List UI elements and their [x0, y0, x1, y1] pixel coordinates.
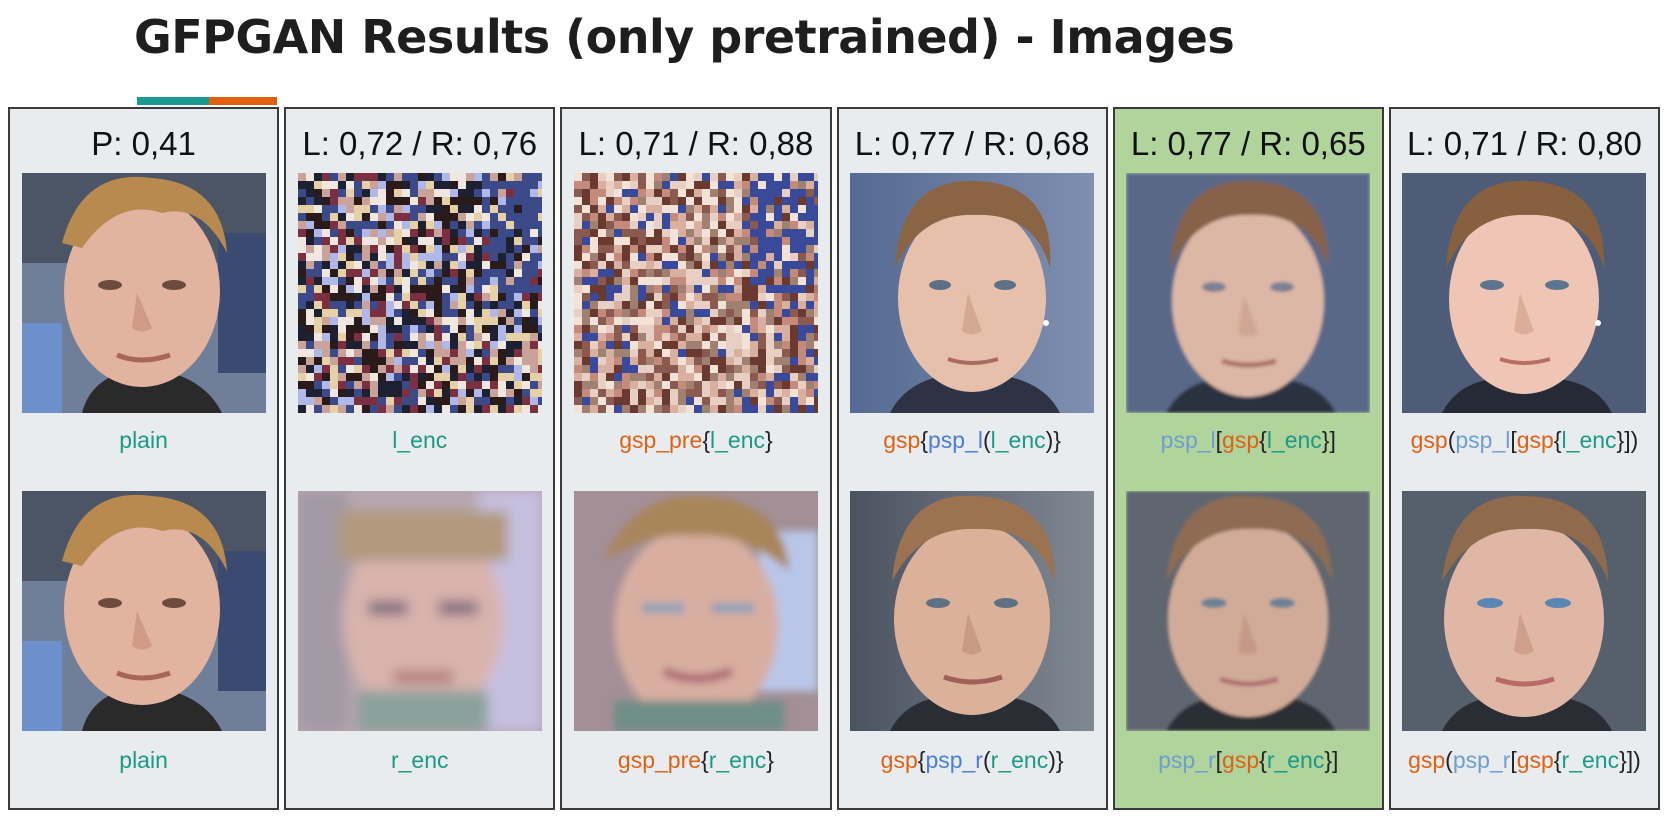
caption-segment: gsp	[1516, 747, 1554, 773]
caption-segment: [	[1215, 427, 1223, 453]
method-caption-top: gsp{psp_l(l_enc)}	[839, 427, 1106, 454]
caption-segment: psp_r	[925, 747, 983, 773]
caption-segment: psp_l	[928, 427, 983, 453]
caption-segment: {	[701, 747, 709, 773]
caption-segment: l_enc	[990, 427, 1046, 453]
caption-segment: [	[1215, 747, 1223, 773]
caption-segment: gsp	[1516, 427, 1554, 453]
caption-segment: plain	[119, 747, 168, 773]
method-caption-bottom: plain	[10, 747, 277, 774]
method-caption-top: plain	[10, 427, 277, 454]
caption-segment: {	[1259, 747, 1267, 773]
caption-segment: l_enc	[1561, 427, 1617, 453]
caption-segment: (	[1445, 747, 1453, 773]
method-caption-top: l_enc	[286, 427, 553, 454]
result-column-plain: P: 0,41 plain	[8, 107, 280, 810]
caption-segment: plain	[119, 427, 168, 453]
noise-image-top	[297, 173, 542, 413]
score-label: L: 0,71 / R: 0,88	[578, 125, 814, 162]
caption-segment: }	[766, 747, 774, 773]
score-label: P: 0,41	[91, 125, 196, 162]
caption-segment: gsp	[1222, 747, 1260, 773]
score-label: L: 0,71 / R: 0,80	[1407, 125, 1642, 162]
blurry-face-image-bottom	[573, 491, 818, 731]
caption-segment: psp_l	[1455, 427, 1511, 453]
caption-segment: )}	[1045, 427, 1061, 453]
generated-face-image-top	[850, 173, 1095, 413]
result-column-psp-gsp-highlighted: L: 0,77 / R: 0,65 psp_l[gs	[1112, 107, 1384, 810]
caption-segment: (	[982, 747, 991, 773]
caption-segment: (	[982, 427, 991, 453]
result-column-gsp-psp: L: 0,77 / R: 0,68	[836, 107, 1108, 810]
generated-face-image-top	[1126, 173, 1371, 413]
caption-segment: gsp	[1408, 747, 1446, 773]
caption-segment: {	[1553, 747, 1562, 773]
caption-segment: r_enc	[990, 747, 1049, 773]
caption-segment: }]	[1321, 427, 1336, 453]
noise-image-top	[573, 173, 818, 413]
caption-segment: {	[702, 427, 710, 453]
result-column-gsp-pre: L: 0,71 / R: 0,88 gsp_pre{l_enc}	[560, 107, 832, 810]
caption-segment: {	[920, 427, 928, 453]
blurry-face-image-bottom	[297, 491, 542, 731]
results-grid: P: 0,41 plain	[8, 107, 1661, 810]
caption-segment: }	[764, 427, 773, 453]
caption-segment: r_enc	[1561, 747, 1620, 773]
caption-segment: }]	[1324, 747, 1339, 773]
caption-segment: l_enc	[392, 427, 448, 453]
title-accent-orange	[209, 97, 277, 105]
caption-segment: gsp_pre	[619, 427, 703, 453]
result-column-gsp-psp-gsp: L: 0,71 / R: 0,80 gsp(psp_l[gsp{l_enc}])	[1388, 107, 1661, 810]
title-accent-teal	[137, 97, 209, 105]
caption-segment: gsp	[880, 747, 918, 773]
face-image-top	[21, 173, 266, 413]
result-column-enc: L: 0,72 / R: 0,76 l_enc	[284, 107, 556, 810]
caption-segment: l_enc	[710, 427, 765, 453]
caption-segment: [	[1510, 427, 1517, 453]
caption-segment: psp_r	[1158, 747, 1216, 773]
generated-face-image-top	[1402, 173, 1647, 413]
method-caption-bottom: r_enc	[286, 747, 553, 774]
method-caption-bottom: gsp_pre{r_enc}	[562, 747, 829, 774]
score-label: L: 0,77 / R: 0,65	[1130, 125, 1366, 162]
method-caption-top: gsp(psp_l[gsp{l_enc}])	[1391, 427, 1658, 454]
generated-face-image-bottom	[850, 491, 1095, 731]
caption-segment: r_enc	[708, 747, 767, 773]
method-caption-top: psp_l[gsp{l_enc}]	[1115, 427, 1382, 454]
caption-segment: psp_l	[1160, 427, 1216, 453]
score-label: L: 0,72 / R: 0,76	[302, 125, 538, 162]
caption-segment: )}	[1048, 747, 1064, 773]
caption-segment: {	[917, 747, 926, 773]
caption-segment: r_enc	[390, 747, 449, 773]
caption-segment: {	[1259, 427, 1267, 453]
caption-segment: }])	[1619, 747, 1641, 773]
caption-segment: psp_r	[1452, 747, 1511, 773]
caption-segment: [	[1510, 747, 1517, 773]
method-caption-top: gsp_pre{l_enc}	[562, 427, 829, 454]
caption-segment: gsp_pre	[617, 747, 702, 773]
method-caption-bottom: psp_r[gsp{r_enc}]	[1115, 747, 1382, 774]
method-caption-bottom: gsp(psp_r[gsp{r_enc}])	[1391, 747, 1658, 774]
caption-segment: {	[1553, 427, 1562, 453]
caption-segment: }])	[1616, 427, 1639, 453]
caption-segment: gsp	[1410, 427, 1448, 453]
caption-segment: gsp	[1222, 427, 1260, 453]
face-image-bottom	[21, 491, 266, 731]
generated-face-image-bottom	[1402, 491, 1647, 731]
caption-segment: (	[1447, 427, 1456, 453]
caption-segment: l_enc	[1266, 427, 1322, 453]
method-caption-bottom: gsp{psp_r(r_enc)}	[839, 747, 1106, 774]
score-label: L: 0,77 / R: 0,68	[854, 125, 1090, 162]
slide-title: GFPGAN Results (only pretrained) - Image…	[134, 10, 1235, 64]
generated-face-image-bottom	[1126, 491, 1371, 731]
caption-segment: gsp	[883, 427, 921, 453]
caption-segment: r_enc	[1266, 747, 1325, 773]
